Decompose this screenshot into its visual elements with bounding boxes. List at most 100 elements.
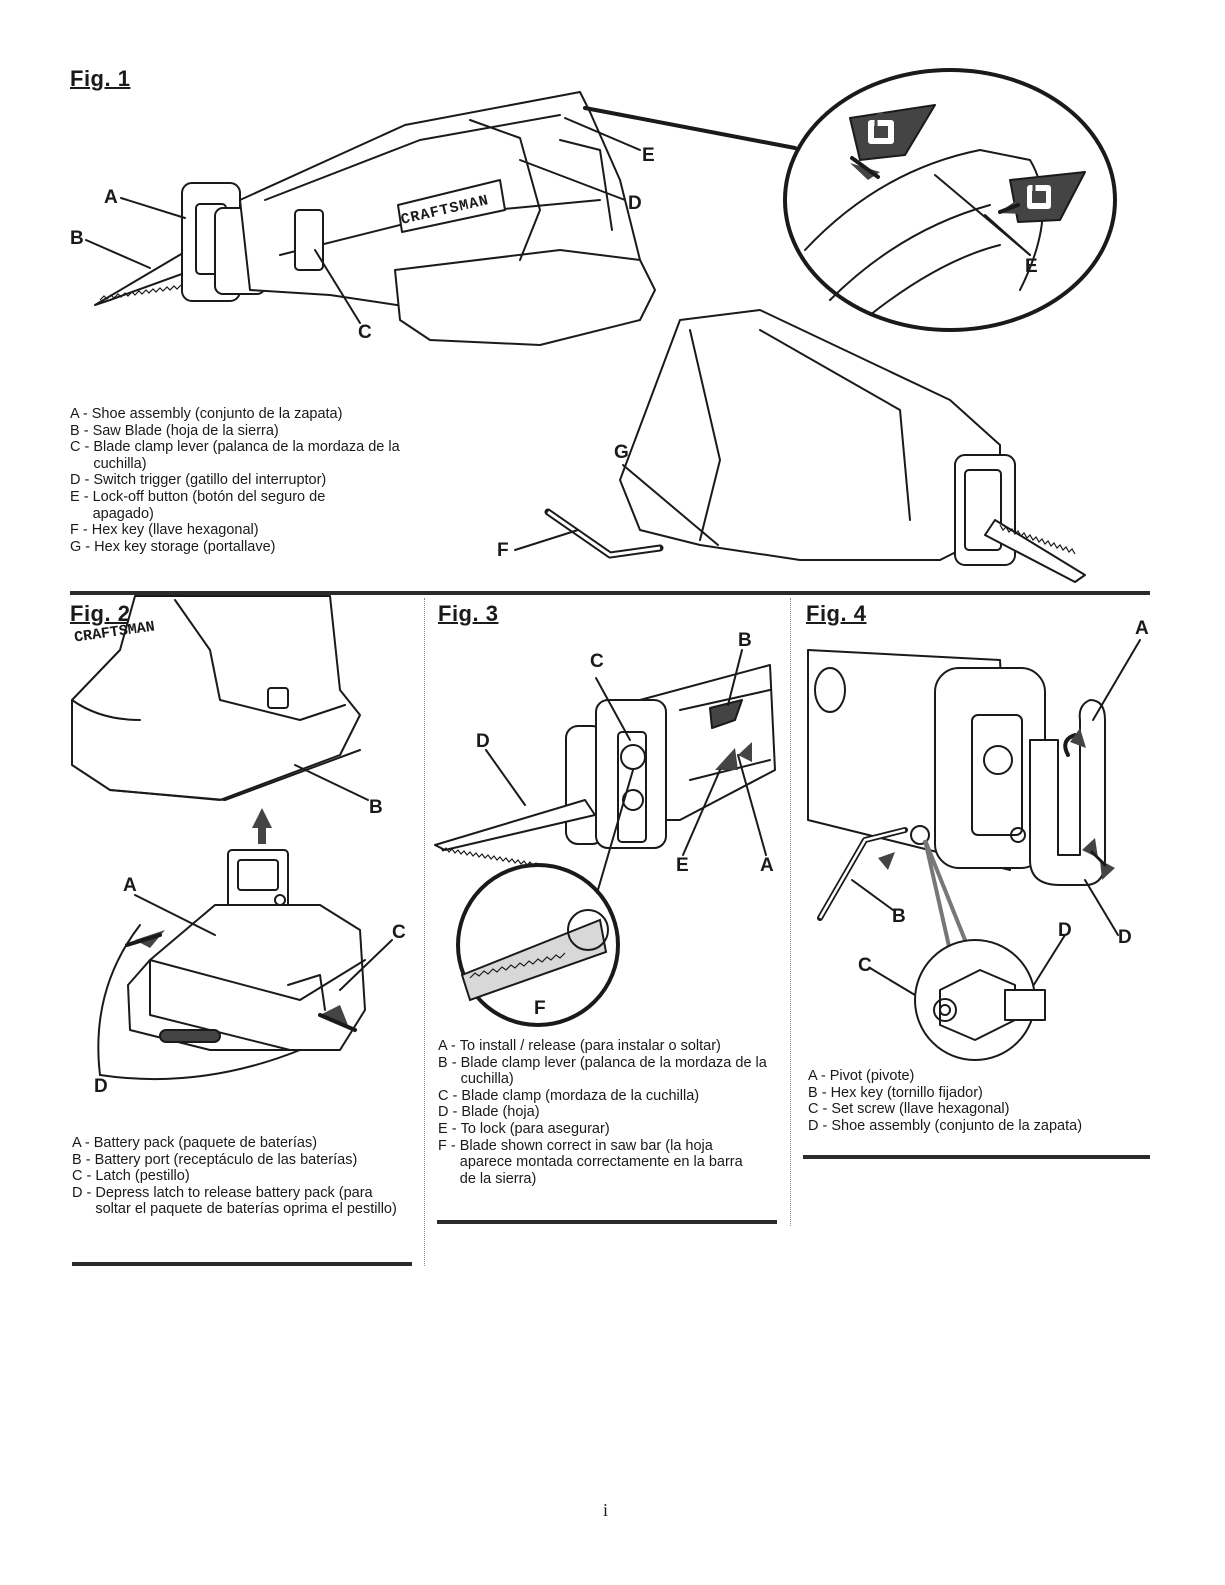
legend-item: A - Pivot (pivote) xyxy=(808,1068,1148,1085)
legend-text: Battery port (receptáculo de las batería… xyxy=(94,1151,358,1168)
legend-text: Pivot (pivote) xyxy=(829,1068,915,1084)
legend-key: C - xyxy=(438,1087,462,1104)
fig2-legend: A - Battery pack (paquete de baterías) B… xyxy=(72,1135,407,1218)
legend-key: A - xyxy=(70,406,92,422)
legend-text: Switch trigger (gatillo del interruptor) xyxy=(93,472,327,489)
legend-item: B - Blade clamp lever (palanca de la mor… xyxy=(438,1055,778,1088)
legend-key: D - xyxy=(70,472,94,489)
legend-item: G - Hex key storage (portallave) xyxy=(70,539,415,556)
legend-key: F - xyxy=(438,1137,460,1154)
fig1-divider xyxy=(70,591,1150,595)
fig2-divider xyxy=(72,1262,412,1266)
legend-item: B - Saw Blade (hoja de la sierra) xyxy=(70,423,415,440)
hex-key-icon xyxy=(544,508,664,559)
legend-item: C - Blade clamp (mordaza de la cuchilla) xyxy=(438,1088,778,1105)
legend-text: Latch (pestillo) xyxy=(95,1168,190,1185)
legend-item: F - Hex key (llave hexagonal) xyxy=(70,522,415,539)
legend-text: Set screw (llave hexagonal) xyxy=(831,1101,1010,1118)
legend-key: D - xyxy=(72,1184,96,1201)
legend-item: B - Hex key (tornillo fijador) xyxy=(808,1085,1148,1102)
legend-text: Hex key (llave hexagonal) xyxy=(91,522,259,539)
legend-text: Hex key storage (portallave) xyxy=(94,538,276,555)
legend-text: Shoe assembly (conjunto de la zapata) xyxy=(831,1117,1083,1134)
legend-item: E - Lock-off button (botón del seguro de… xyxy=(70,489,415,522)
legend-key: C - xyxy=(808,1101,832,1118)
fig3-callout-f: F xyxy=(534,998,546,1019)
fig1-callout-e: E xyxy=(642,145,655,166)
unlock-badge-icon xyxy=(1009,171,1086,223)
fig4-callout-c: C xyxy=(858,955,872,976)
legend-key: G - xyxy=(70,538,95,555)
legend-item: D - Shoe assembly (conjunto de la zapata… xyxy=(808,1118,1148,1135)
legend-text: Shoe assembly (conjunto de la zapata) xyxy=(91,406,343,422)
legend-item: D - Depress latch to release battery pac… xyxy=(72,1185,407,1218)
legend-text: Battery pack (paquete de baterías) xyxy=(93,1135,318,1151)
legend-item: A - Battery pack (paquete de baterías) xyxy=(72,1135,407,1152)
legend-item: E - To lock (para asegurar) xyxy=(438,1121,778,1138)
fig3-callout-d: D xyxy=(476,731,490,752)
fig1-title: Fig. 1 xyxy=(70,66,131,91)
legend-key: C - xyxy=(70,439,94,456)
legend-text: Lock-off button (botón del seguro de apa… xyxy=(92,488,326,522)
legend-text: Hex key (tornillo fijador) xyxy=(830,1084,983,1101)
page-number: i xyxy=(603,1500,609,1520)
fig3-callout-b: B xyxy=(738,630,752,651)
legend-item: A - To install / release (para instalar … xyxy=(438,1038,778,1055)
legend-item: D - Blade (hoja) xyxy=(438,1104,778,1121)
fig4-callout-a: A xyxy=(1135,618,1149,639)
fig4-callout-b: B xyxy=(892,906,906,927)
fig1-saw-illustration xyxy=(85,68,1117,583)
legend-key: E - xyxy=(70,488,93,505)
legend-key: A - xyxy=(438,1038,460,1054)
legend-key: A - xyxy=(808,1068,830,1084)
unlock-badge-icon xyxy=(849,104,936,161)
legend-text: Blade clamp lever (palanca de la mordaza… xyxy=(93,439,400,472)
fig2-callout-b: B xyxy=(369,797,383,818)
legend-text: Blade clamp (mordaza de la cuchilla) xyxy=(461,1087,700,1104)
fig1-callout-g: G xyxy=(614,442,629,463)
fig2-callout-a: A xyxy=(123,875,137,896)
legend-item: B - Battery port (receptáculo de las bat… xyxy=(72,1152,407,1169)
legend-key: B - xyxy=(70,422,93,439)
fig2-callout-c: C xyxy=(392,922,406,943)
fig1-legend: A - Shoe assembly (conjunto de la zapata… xyxy=(70,406,415,555)
fig4-shoe-illustration xyxy=(807,639,1141,1061)
fig4-divider xyxy=(803,1155,1150,1159)
fig1-callout-e-detail: E xyxy=(1025,256,1038,277)
fig4-callout-d: D xyxy=(1118,927,1132,948)
column-divider xyxy=(790,598,791,1226)
fig1-callout-a: A xyxy=(104,187,118,208)
legend-key: B - xyxy=(438,1054,461,1071)
legend-item: C - Set screw (llave hexagonal) xyxy=(808,1101,1148,1118)
legend-text: Blade clamp lever (palanca de la mordaza… xyxy=(460,1054,767,1088)
legend-item: A - Shoe assembly (conjunto de la zapata… xyxy=(70,406,415,423)
legend-text: Saw Blade (hoja de la sierra) xyxy=(92,422,279,439)
legend-text: To lock (para asegurar) xyxy=(460,1120,610,1137)
legend-item: C - Blade clamp lever (palanca de la mor… xyxy=(70,439,415,472)
column-divider xyxy=(424,598,425,1266)
fig4-title: Fig. 4 xyxy=(806,601,867,626)
fig1-callout-d: D xyxy=(628,193,642,214)
legend-key: F - xyxy=(70,522,92,539)
legend-item: D - Switch trigger (gatillo del interrup… xyxy=(70,472,415,489)
fig3-legend: A - To install / release (para instalar … xyxy=(438,1038,778,1187)
legend-item: C - Latch (pestillo) xyxy=(72,1168,407,1185)
fig1-callout-c: C xyxy=(358,322,372,343)
fig2-battery-illustration xyxy=(71,595,393,1081)
fig1-callout-b: B xyxy=(70,228,84,249)
legend-item: F - Blade shown correct in saw bar (la h… xyxy=(438,1138,778,1188)
fig3-divider xyxy=(437,1220,777,1224)
legend-key: C - xyxy=(72,1168,96,1185)
legend-key: D - xyxy=(438,1104,462,1121)
fig3-callout-e: E xyxy=(676,855,689,876)
legend-key: E - xyxy=(438,1120,461,1137)
legend-text: Depress latch to release battery pack (p… xyxy=(95,1184,397,1218)
fig2-callout-d: D xyxy=(94,1076,108,1097)
legend-text: Blade (hoja) xyxy=(461,1104,540,1121)
fig4-callout-d-detail: D xyxy=(1058,920,1072,941)
legend-key: D - xyxy=(808,1117,832,1134)
legend-text: To install / release (para instalar o so… xyxy=(459,1038,721,1054)
legend-text: Blade shown correct in saw bar (la hoja … xyxy=(459,1137,743,1187)
legend-key: A - xyxy=(72,1135,94,1151)
fig3-callout-c: C xyxy=(590,651,604,672)
